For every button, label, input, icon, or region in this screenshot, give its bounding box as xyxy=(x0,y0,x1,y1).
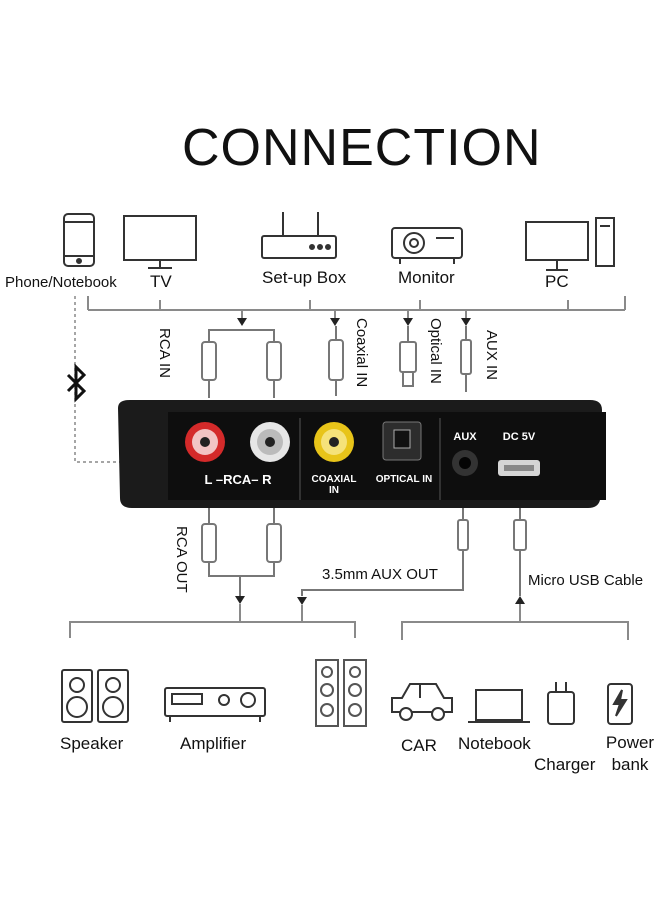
rca-in-cable xyxy=(201,329,282,398)
aux-out-cable xyxy=(301,508,469,596)
phone-icon xyxy=(63,213,95,267)
speaker-icon xyxy=(61,669,129,723)
aux-in-cable xyxy=(460,326,472,392)
dest-label-car: CAR xyxy=(401,736,437,755)
pc-icon xyxy=(525,217,615,271)
projector-icon xyxy=(391,227,463,264)
aux-in-label: AUX IN xyxy=(483,330,500,381)
dest-label-power-bank: Power bank xyxy=(605,733,655,774)
aux-panel-label: AUX xyxy=(453,431,477,443)
aux-out-label: 3.5mm AUX OUT xyxy=(322,566,438,583)
bluetooth-link xyxy=(74,296,125,463)
usb-cable-label: Micro USB Cable xyxy=(528,572,644,589)
optical-in-label: Optical IN xyxy=(427,318,444,384)
rca-out-cable xyxy=(201,508,282,596)
charger-icon xyxy=(547,682,575,725)
usb-cable xyxy=(513,508,527,596)
amplifier-icon xyxy=(164,687,266,722)
source-label-setup-box: Set-up Box xyxy=(262,268,347,287)
source-label-phone: Phone/Notebook xyxy=(5,274,117,291)
input-wiring xyxy=(87,296,626,318)
dest-label-charger: Charger xyxy=(534,755,596,774)
power-bank-icon xyxy=(607,683,633,725)
source-label-tv: TV xyxy=(150,272,172,291)
page-title: CONNECTION xyxy=(182,119,542,177)
setup-box-icon xyxy=(261,212,337,259)
dest-label-speaker: Speaker xyxy=(60,734,124,753)
car-icon xyxy=(391,683,453,721)
bluetooth-icon xyxy=(66,363,87,403)
coaxial-in-label: Coaxial IN xyxy=(353,318,370,388)
dest-label-amplifier: Amplifier xyxy=(180,734,247,753)
source-label-monitor: Monitor xyxy=(398,268,455,287)
rca-out-label: RCA OUT xyxy=(173,526,190,593)
dc-panel-label: DC 5V xyxy=(502,431,536,443)
coaxial-in-cable xyxy=(328,326,344,396)
optical-panel-label: OPTICAL IN xyxy=(375,474,433,485)
notebook-icon xyxy=(468,689,530,723)
dest-label-notebook: Notebook xyxy=(458,734,531,753)
audio-device xyxy=(118,400,606,508)
optical-in-cable xyxy=(399,326,417,387)
coaxial-panel-label: COAXIAL IN xyxy=(311,474,357,496)
source-label-pc: PC xyxy=(545,272,569,291)
tower-speaker-icon xyxy=(315,659,367,727)
rca-panel-label: L –RCA– R xyxy=(204,472,272,487)
tv-icon xyxy=(123,215,197,269)
rca-in-label: RCA IN xyxy=(156,328,173,379)
output-wiring xyxy=(69,604,629,640)
